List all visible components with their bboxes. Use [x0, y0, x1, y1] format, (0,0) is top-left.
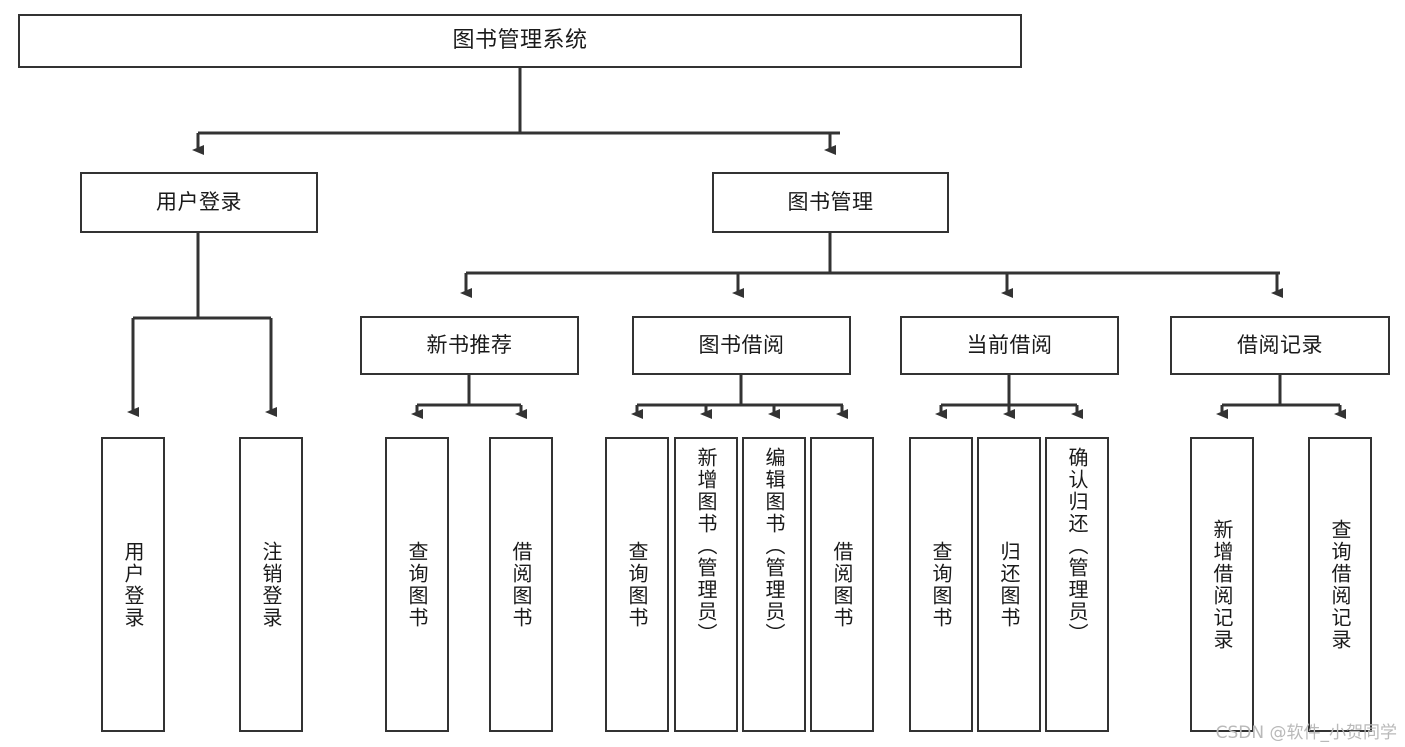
node-label: 借阅图书 [509, 540, 533, 629]
leaf-add-book-admin[interactable]: 新增图书（管理员） [674, 437, 738, 732]
node-user-login[interactable]: 用户登录 [80, 172, 318, 233]
node-label: 图书管理 [787, 190, 874, 215]
leaf-borrow-book-borrow[interactable]: 借阅图书 [810, 437, 874, 732]
node-new-book-recommend[interactable]: 新书推荐 [360, 316, 579, 375]
watermark: CSDN @软件_小贺同学 [1215, 723, 1397, 743]
node-label: 借阅记录 [1237, 333, 1323, 358]
leaf-add-borrow-record[interactable]: 新增借阅记录 [1190, 437, 1254, 732]
node-label: 图书管理系统 [452, 28, 588, 54]
node-label: 当前借阅 [966, 333, 1053, 358]
leaf-query-book-current[interactable]: 查询图书 [909, 437, 973, 732]
node-label: 编辑图书（管理员） [762, 447, 786, 645]
node-label: 图书借阅 [698, 333, 785, 358]
node-label: 注销登录 [259, 540, 283, 629]
node-book-management[interactable]: 图书管理 [712, 172, 949, 233]
node-current-borrow[interactable]: 当前借阅 [900, 316, 1119, 375]
node-label: 新增借阅记录 [1210, 518, 1234, 651]
node-label: 借阅图书 [830, 540, 854, 629]
node-label: 归还图书 [997, 540, 1021, 629]
node-root-book-management-system[interactable]: 图书管理系统 [18, 14, 1022, 68]
leaf-query-book-recommend[interactable]: 查询图书 [385, 437, 449, 732]
node-label: 用户登录 [156, 190, 242, 215]
leaf-edit-book-admin[interactable]: 编辑图书（管理员） [742, 437, 806, 732]
leaf-confirm-return-admin[interactable]: 确认归还（管理员） [1045, 437, 1109, 732]
leaf-return-book[interactable]: 归还图书 [977, 437, 1041, 732]
node-label: 新增图书（管理员） [694, 447, 718, 645]
node-label: 查询借阅记录 [1328, 518, 1352, 651]
node-label: 查询图书 [625, 540, 649, 629]
node-book-borrow[interactable]: 图书借阅 [632, 316, 851, 375]
leaf-query-book-borrow[interactable]: 查询图书 [605, 437, 669, 732]
leaf-borrow-book-recommend[interactable]: 借阅图书 [489, 437, 553, 732]
node-label: 查询图书 [405, 540, 429, 629]
node-label: 确认归还（管理员） [1065, 447, 1089, 645]
node-label: 查询图书 [929, 540, 953, 629]
leaf-query-borrow-record[interactable]: 查询借阅记录 [1308, 437, 1372, 732]
leaf-logout[interactable]: 注销登录 [239, 437, 303, 732]
node-label: 用户登录 [121, 540, 145, 629]
leaf-user-login[interactable]: 用户登录 [101, 437, 165, 732]
node-borrow-record[interactable]: 借阅记录 [1170, 316, 1390, 375]
node-label: 新书推荐 [426, 333, 513, 358]
